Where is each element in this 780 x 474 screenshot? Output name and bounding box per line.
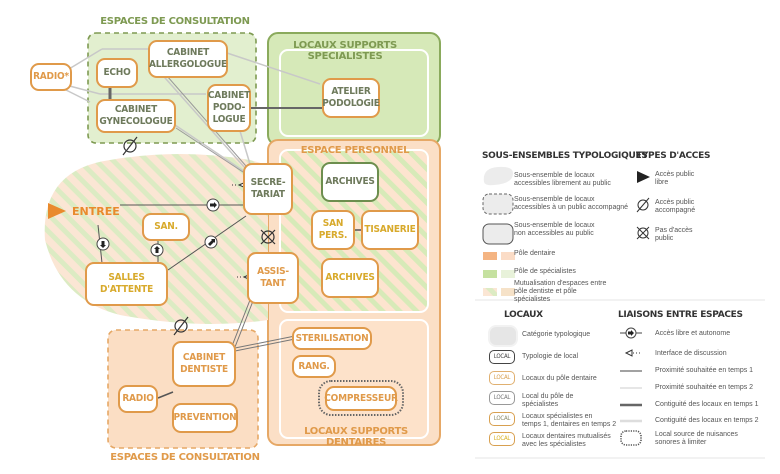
legend-link-contig-t1: Contiguité des locaux en temps 1 <box>655 401 759 408</box>
legend-link-discussion: Interface de discussion <box>655 350 727 357</box>
zone-specialist-inner <box>279 49 429 137</box>
room-cabinet-allergologue[interactable]: CABINET ALLERGOLOGUE <box>148 40 228 78</box>
legend-link-prox-t1: Proximité souhaitée en temps 1 <box>655 367 754 374</box>
room-secretariat[interactable]: SECRE- TARIAT <box>243 163 293 215</box>
legend-local-spec-dental-text: Locaux spécialistes en temps 1, dentaire… <box>522 413 617 428</box>
room-san[interactable]: SAN. <box>142 213 190 241</box>
zone-label-consultation-bottom: ESPACES DE CONSULTATION <box>110 452 260 463</box>
room-sterilisation[interactable]: STERILISATION <box>292 327 372 350</box>
entree-label: ENTREE <box>72 205 120 218</box>
room-tisanerie[interactable]: TISANERIE <box>361 210 419 250</box>
legend-access-free: Accès public libre <box>655 171 695 186</box>
legend-local-mutual-text: Locaux dentaires mutualisés avec les spé… <box>522 433 611 448</box>
link-dentiste-radio <box>157 391 174 399</box>
room-san-pers[interactable]: SAN PERS. <box>311 210 355 250</box>
legend-local-spec-dental: LOCAL <box>489 412 515 426</box>
room-archives-1[interactable]: ARCHIVES <box>321 162 379 202</box>
legend-access-symbols <box>636 171 650 240</box>
noise-source-icon <box>620 430 642 446</box>
legend-local-specialist: LOCAL <box>489 391 515 405</box>
legend-title-liaisons: LIAISONS ENTRE ESPACES <box>618 310 743 320</box>
room-cabinet-gynecologue[interactable]: CABINET GYNECOLOGUE <box>96 99 176 133</box>
legend-access-none: Pas d'accès public <box>655 227 693 242</box>
legend-specialist-pole: Pôle de spécialistes <box>514 268 576 275</box>
legend-local-typology: Typologie de local <box>522 353 579 360</box>
legend-local-dental: LOCAL <box>489 371 515 385</box>
legend-dental-pole: Pôle dentaire <box>514 250 556 257</box>
zone-label-supports-specialists: LOCAUX SUPPORTS SPECIALISTES <box>293 40 397 62</box>
entry-arrow-icon <box>48 203 66 219</box>
room-radio[interactable]: RADIO <box>118 385 158 413</box>
legend-access-accompanied: Accès public accompagné <box>655 199 696 214</box>
links-dental-double <box>231 299 296 352</box>
subset-accompanied-icon <box>482 193 514 215</box>
legend-title-sous-ensembles: SOUS-ENSEMBLES TYPOLOGIQUES <box>482 151 648 161</box>
room-archives-2[interactable]: ARCHIVES <box>321 258 379 298</box>
legend-link-prox-t2: Proximité souhaitée en temps 2 <box>655 384 754 391</box>
subset-free-icon <box>483 166 514 186</box>
free-access-icon <box>637 171 650 183</box>
zone-label-consultation-top: ESPACES DE CONSULTATION <box>100 16 250 27</box>
legend-title-locaux: LOCAUX <box>504 310 543 320</box>
accompanied-access-icon <box>636 197 650 213</box>
mutual-swatch-dark <box>483 288 497 296</box>
dental-swatch-light <box>501 252 515 260</box>
subset-private-icon <box>482 223 514 245</box>
legend-title-types-acces: TYPES D'ACCES <box>636 151 711 161</box>
zone-label-personal-space: ESPACE PERSONNEL <box>300 145 410 156</box>
discussion-interface-icon <box>624 349 640 357</box>
room-cabinet-dentiste[interactable]: CABINET DENTISTE <box>172 341 236 387</box>
room-atelier-podologie[interactable]: ATELIER PODOLOGIE <box>322 78 380 118</box>
legend-link-symbols <box>620 327 642 446</box>
legend-mutual: Mutualisation d'espaces entre pôle denti… <box>514 280 607 303</box>
room-rang[interactable]: RANG. <box>292 355 336 378</box>
zone-label-supports-dental: LOCAUX SUPPORTS DENTAIRES <box>304 426 408 448</box>
room-salles-attente[interactable]: SALLES D'ATTENTE <box>85 262 168 306</box>
legend-local-category: Catégorie typologique <box>522 331 591 338</box>
legend-local-dental-text: Locaux du pôle dentaire <box>522 375 597 382</box>
room-radio-star[interactable]: RADIO* <box>30 63 72 91</box>
legend-link-free-access: Accès libre et autonome <box>655 330 731 337</box>
links-time2-double <box>159 67 247 175</box>
legend-subset-symbols <box>482 166 515 296</box>
legend-subset-free: Sous-ensemble de locaux accessibles libr… <box>514 172 611 187</box>
accompanied-access-icons <box>122 136 189 336</box>
mutual-swatch-light <box>501 288 515 296</box>
legend-link-contig-t2: Contiguité des locaux en temps 2 <box>655 417 759 424</box>
legend-link-noise: Local source de nuisances sonores à limi… <box>655 431 738 446</box>
legend-local-mutual: LOCAL <box>489 432 515 446</box>
dental-swatch-dark <box>483 252 497 260</box>
room-assistant[interactable]: ASSIS- TANT <box>247 252 299 304</box>
legend-category-swatch <box>488 325 518 347</box>
specialist-swatch-dark <box>483 270 497 278</box>
legend-local-generic: LOCAL <box>489 350 515 364</box>
legend-subset-accompanied: Sous-ensemble de locaux accessibles à un… <box>514 196 629 211</box>
free-access-nodes <box>96 198 220 257</box>
legend-subset-private: Sous-ensemble de locaux non accessibles … <box>514 222 595 237</box>
noise-source-outline <box>318 380 404 416</box>
no-access-legend-icon <box>636 226 650 240</box>
room-echo[interactable]: ECHO <box>96 58 138 88</box>
room-cabinet-podologue[interactable]: CABINET PODO- LOGUE <box>207 84 251 132</box>
legend-local-specialist-text: Local du pôle de spécialistes <box>522 393 574 408</box>
free-autonomous-access-icon <box>620 327 642 339</box>
no-access-icon <box>260 229 276 245</box>
room-prevention[interactable]: PREVENTION <box>172 403 238 433</box>
room-compresseur[interactable]: COMPRESSEUR <box>324 386 398 411</box>
specialist-swatch-light <box>501 270 515 278</box>
